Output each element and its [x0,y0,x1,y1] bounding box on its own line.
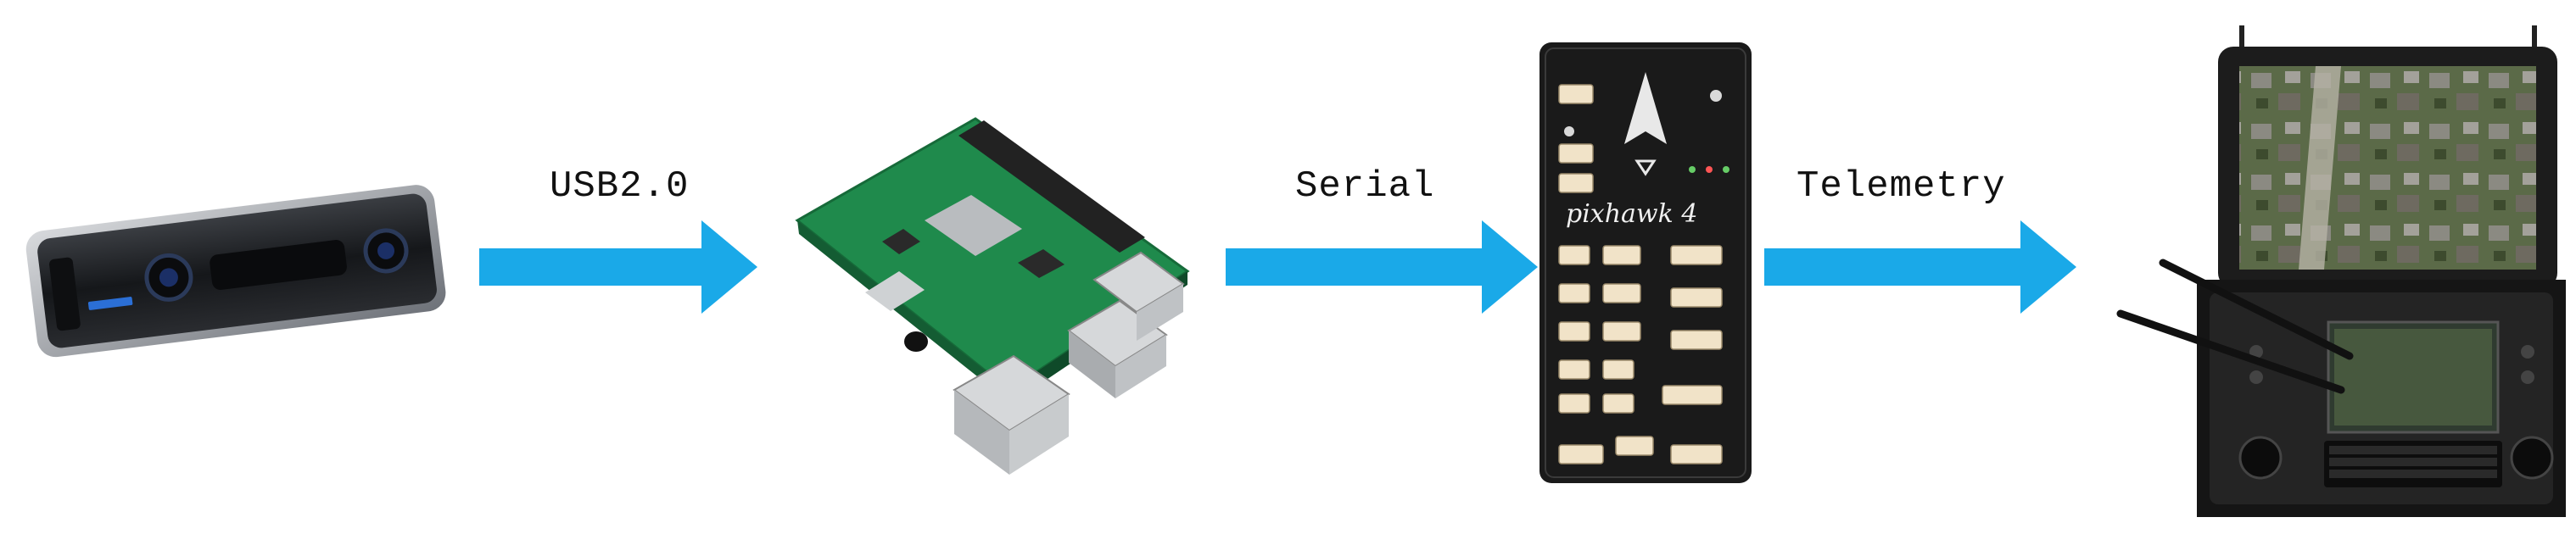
depth-camera-node [17,170,450,364]
ground-control-station-icon [2116,25,2566,517]
arrow-usb [479,220,757,314]
edge-label-serial: Serial [1295,165,1435,208]
flight-controller-brand-text: pixhawk 4 [1566,199,1698,229]
raspberry-pi-node [789,102,1204,500]
arrow-telemetry [1764,220,2076,314]
single-board-computer-icon [795,117,1190,475]
ground-station-node [2070,17,2570,526]
flight-controller-node: pixhawk 4 [1535,38,1756,487]
flight-controller-icon [1539,42,1752,483]
edge-label-telemetry: Telemetry [1796,165,2006,208]
depth-camera-icon [25,185,446,358]
edge-label-usb: USB2.0 [550,165,690,208]
arrow-serial [1226,220,1538,314]
